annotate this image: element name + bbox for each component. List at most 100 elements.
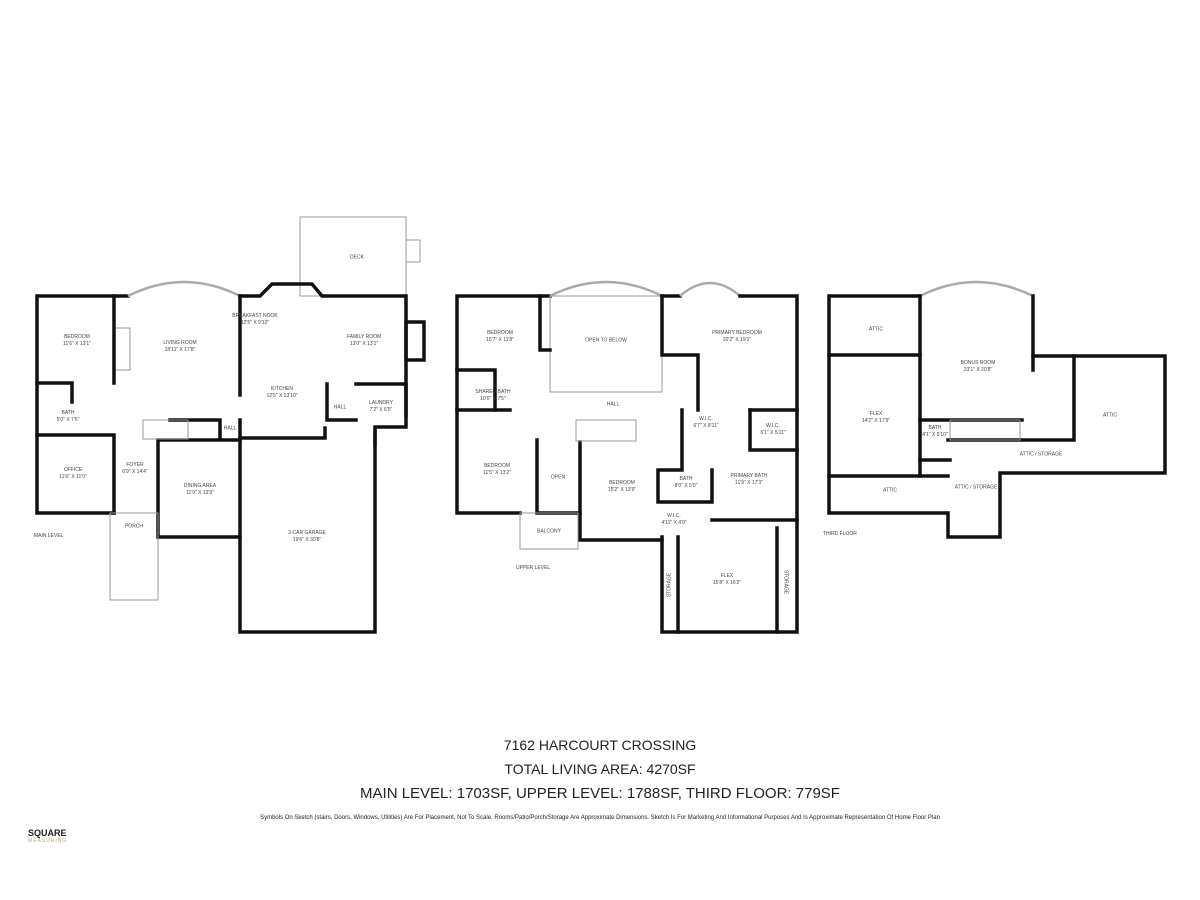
room-dims: 13'0" X 13'1" <box>349 341 379 347</box>
room-name: FAMILY ROOM <box>346 334 382 340</box>
room-name: HALL <box>606 401 620 408</box>
room-dims: 11'9" X 13'9" <box>186 490 214 496</box>
porch-outline <box>109 512 159 601</box>
room-name: BONUS ROOM <box>960 360 996 366</box>
room-name: ATTIC <box>1102 412 1118 419</box>
room-name: KITCHEN <box>271 386 293 392</box>
room-name: FLEX <box>869 411 883 417</box>
room-dims: 23'1" X 20'8" <box>963 367 993 373</box>
level-area-breakdown: MAIN LEVEL: 1703SF, UPPER LEVEL: 1788SF,… <box>360 785 840 802</box>
room-name: ATTIC <box>868 326 884 333</box>
room-name: DECK <box>350 254 364 261</box>
fireplace <box>114 327 131 371</box>
room-attic: ATTIC <box>1103 413 1117 420</box>
room-name: BEDROOM <box>64 334 90 340</box>
room-name: ATTIC / STORAGE <box>954 484 998 491</box>
room-name: DINING AREA <box>183 483 217 489</box>
room-dims: 15'8" X 16'2" <box>712 580 742 586</box>
room-name: OFFICE <box>63 467 83 473</box>
room-open-to-below: OPEN TO BELOW <box>585 338 627 345</box>
room-dims: 5'0" X 7'6" <box>56 417 80 423</box>
room-hall: HALL <box>224 426 237 433</box>
room-dims: 18'11" X 17'8" <box>164 347 196 353</box>
logo-subtext: MEASURING <box>28 838 68 844</box>
upper-level-label: UPPER LEVEL <box>516 565 551 571</box>
total-living-area: TOTAL LIVING AREA: 4270SF <box>504 761 696 777</box>
room-name: ATTIC / STORAGE <box>1019 451 1063 458</box>
logo-text: SQUARE <box>28 828 67 838</box>
fireplace <box>404 320 426 362</box>
room-name: HALL <box>333 404 347 411</box>
room-name: OPEN <box>550 474 566 481</box>
third-floor-label: THIRD FLOOR <box>823 531 857 537</box>
room-dims: 11'6" X 11'0" <box>59 474 87 480</box>
room-wic: W.I.C.4'11" X 4'9" <box>661 513 686 527</box>
room-name: BATH <box>679 476 693 482</box>
room-dims: 20'2" X 19'1" <box>722 337 752 343</box>
room-hall: HALL <box>607 402 620 409</box>
room-dims: 14'2" X 17'9" <box>861 418 891 424</box>
room-name: ATTIC <box>882 487 898 494</box>
balcony-outline <box>519 512 579 550</box>
room-name: BATH <box>61 410 75 416</box>
room-dims: 6'7" X 8'11" <box>693 423 719 429</box>
room-name: FLEX <box>720 573 734 579</box>
room-attic-storage: ATTIC / STORAGE <box>1020 452 1063 459</box>
room-name: BATH <box>928 425 942 431</box>
room-attic-storage: ATTIC / STORAGE <box>955 485 998 492</box>
room-name: SHARED BATH <box>475 389 511 395</box>
room-name: STORAGE <box>782 569 789 595</box>
room-dims: 4'1" X 5'10" <box>922 432 948 438</box>
room-name: OPEN TO BELOW <box>585 337 627 344</box>
room-name: W.I.C. <box>699 416 713 422</box>
room-dims: 10'0" X 7'5" <box>480 396 506 402</box>
disclaimer: Symbols On Sketch (stairs, Doors, Window… <box>260 815 940 821</box>
room-storage: STORAGE <box>667 573 674 597</box>
room-open: OPEN <box>551 475 565 482</box>
upper-level-walls <box>455 280 799 634</box>
room-dims: 11'9" X 17'3" <box>735 480 763 486</box>
room-balcony: BALCONY <box>537 529 561 536</box>
main-level-walls <box>35 216 426 634</box>
room-name: BREAKFAST NOOK <box>232 313 278 319</box>
room-deck: DECK <box>350 255 364 262</box>
room-dims: 7'2" X 6'5" <box>369 407 393 413</box>
room-name: W.I.C. <box>667 513 681 519</box>
room-wic: W.I.C.6'1" X 5'11" <box>760 423 785 437</box>
room-name: BEDROOM <box>484 463 510 469</box>
room-name: 3-CAR GARAGE <box>288 530 326 536</box>
room-name: FOYER <box>126 462 144 468</box>
room-name: W.I.C. <box>766 423 780 429</box>
main-stairs <box>142 419 189 440</box>
property-address: 7162 HARCOURT CROSSING <box>503 737 697 753</box>
room-dims: 11'6" X 13'1" <box>63 341 91 347</box>
room-storage: STORAGE <box>782 570 789 594</box>
room-name: STORAGE <box>666 572 673 598</box>
room-dims: 6'1" X 5'11" <box>760 430 786 436</box>
room-dims: 19'6" X 30'8" <box>292 537 322 543</box>
room-hall: HALL <box>334 405 347 412</box>
room-name: HALL <box>223 425 237 432</box>
room-name: BEDROOM <box>609 480 635 486</box>
